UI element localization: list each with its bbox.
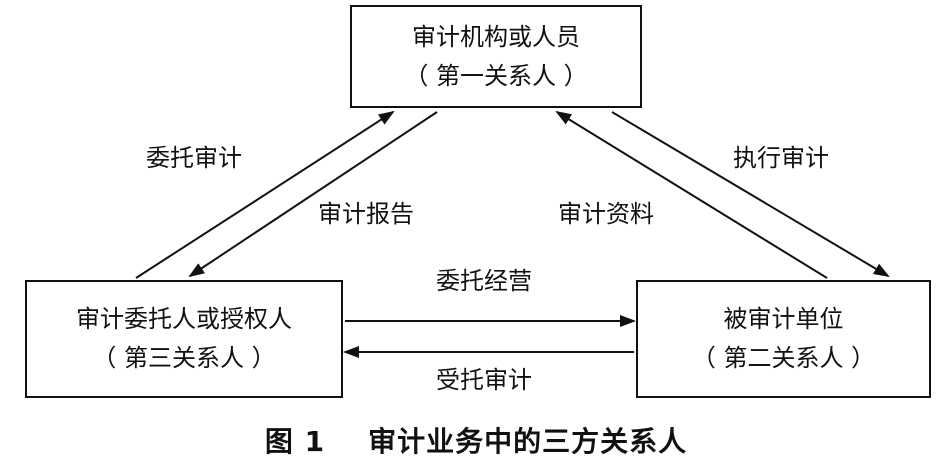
node-auditee: 被审计单位 （ 第二关系人 ） [636,280,931,398]
edge-label-shenji-baogao: 审计报告 [318,200,414,228]
node-audit-client-role: （ 第三关系人 ） [92,344,276,372]
node-auditee-role: （ 第二关系人 ） [691,344,876,372]
arrow-shenji-baogao [188,111,438,278]
figure-title: 审计业务中的三方关系人 [368,425,688,458]
arrow-shenji-ziliao [555,110,828,279]
edge-label-shenji-ziliao: 审计资料 [558,200,654,228]
edge-label-shoutuo-shenji: 受托审计 [436,366,532,394]
node-audit-client-name: 审计委托人或授权人 [76,305,292,334]
node-auditee-name: 被审计单位 [723,305,844,334]
arrow-zhixing-shenji [611,111,890,278]
node-audit-client: 审计委托人或授权人 （ 第三关系人 ） [25,280,343,398]
edge-label-weituo-shenji: 委托审计 [146,144,242,172]
node-audit-firm-role: （ 第一关系人 ） [404,61,588,90]
node-audit-firm-name: 审计机构或人员 [412,22,580,51]
figure-number: 图 1 [264,425,326,458]
figure-caption: 图 1 审计业务中的三方关系人 [0,420,952,460]
caption-spacer [325,425,368,458]
arrow-weituo-shenji [135,110,395,279]
node-audit-firm: 审计机构或人员 （ 第一关系人 ） [350,5,642,108]
edge-label-weituo-jingying: 委托经营 [436,267,532,295]
edge-label-zhixing-shenji: 执行审计 [733,144,829,172]
